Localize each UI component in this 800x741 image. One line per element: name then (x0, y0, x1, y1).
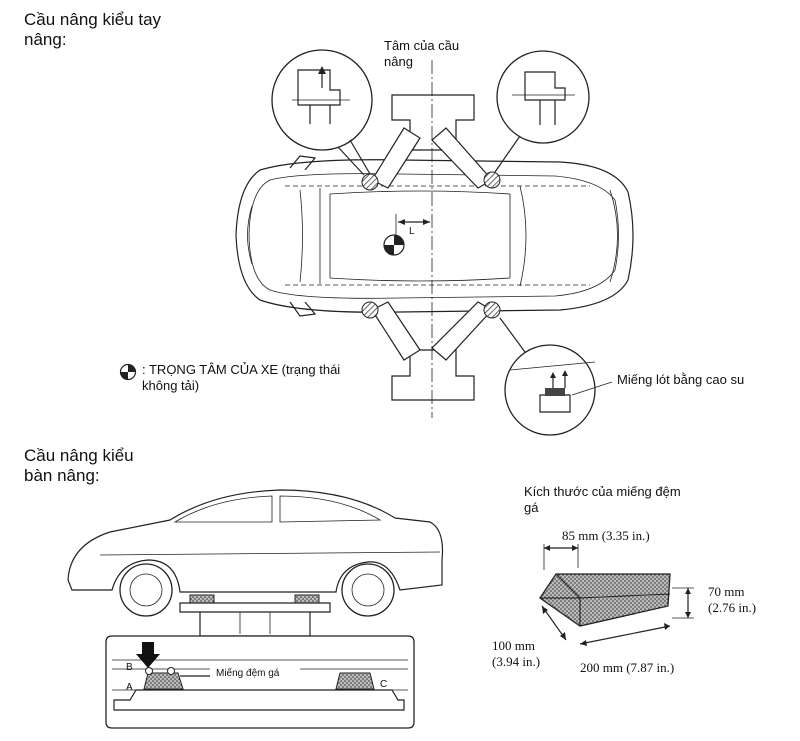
pad-height: 70 mm (2.76 in.) (708, 584, 757, 615)
pad-dimensions-title: Kích thước của miếng đệm gá (524, 484, 681, 515)
center-of-gravity-icon (383, 234, 405, 256)
plate-lift-detail (105, 635, 415, 729)
detail-label-b: B (126, 662, 133, 673)
cog-legend-text: : TRỌNG TÂM CỦA XE (trạng thái không tải… (142, 362, 341, 393)
swing-arm-lift-title: Cầu nâng kiểu tay nâng: (24, 10, 162, 50)
l-dimension-label: L (409, 226, 415, 237)
detail-circle-rubber-pad (499, 317, 613, 436)
lift-arms (361, 127, 501, 361)
pad-dimension-drawing (539, 544, 694, 646)
detail-circle-front-left (271, 49, 373, 176)
detail-label-c: C (380, 679, 388, 690)
lift-columns (391, 60, 475, 418)
pad-top-length: 85 mm (3.35 in.) (562, 528, 650, 543)
detail-circle-front-right (494, 50, 590, 173)
pad-depth: 100 mm (3.94 in.) (492, 638, 541, 669)
pad-width: 200 mm (7.87 in.) (580, 660, 675, 675)
car-side-view (67, 489, 444, 617)
lift-center-label: Tâm của cầu nâng (384, 38, 460, 69)
detail-label-a: A (126, 682, 133, 693)
rubber-pad-label: Miếng lót bằng cao su (617, 372, 745, 387)
car-top-view (235, 155, 634, 317)
center-of-gravity-legend-icon (119, 363, 137, 381)
plate-lift-title: Cầu nâng kiểu bàn nâng: (24, 446, 134, 486)
plate-lift (179, 594, 331, 637)
detail-pad-label: Miếng đệm gá (216, 668, 280, 679)
